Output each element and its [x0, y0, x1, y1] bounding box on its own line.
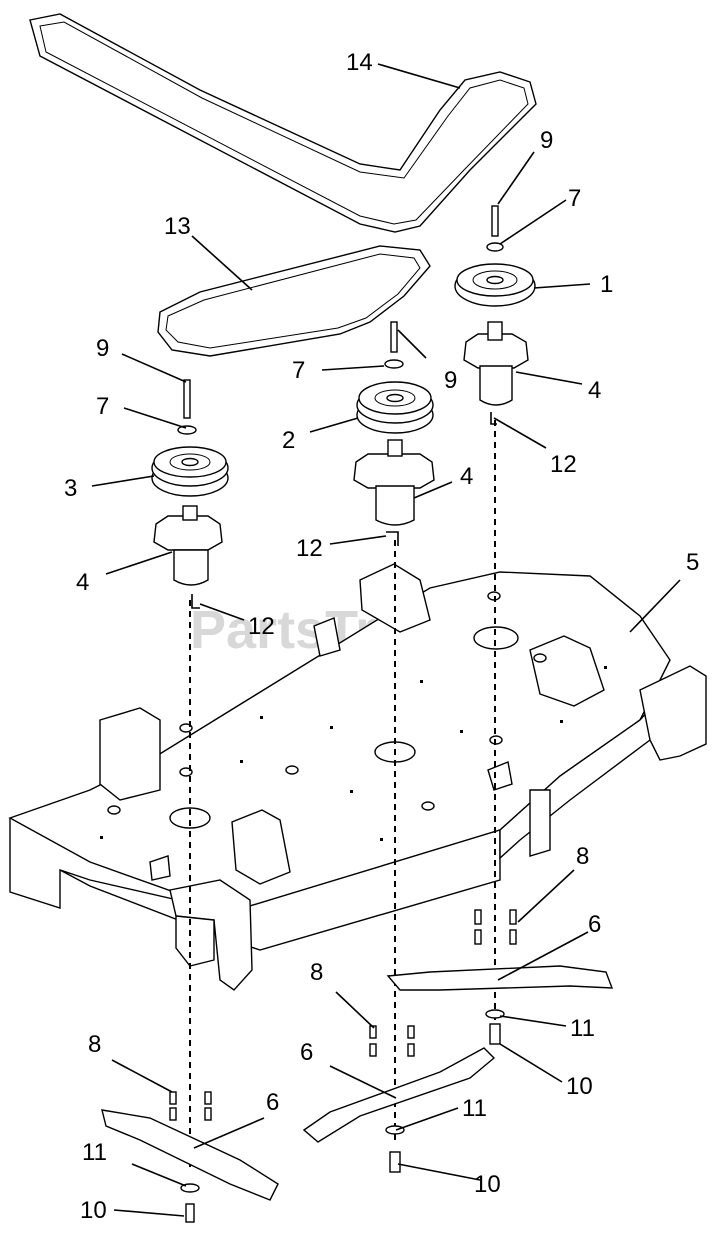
callout-6: 6: [300, 1039, 313, 1066]
belt-14: [29, 13, 537, 233]
blade-6-left: [101, 1091, 279, 1223]
callout-6: 6: [588, 911, 601, 938]
callout-7: 7: [292, 357, 305, 384]
callout-13: 13: [164, 213, 191, 240]
callout-4: 4: [460, 463, 473, 490]
blade-6-center: [302, 1025, 496, 1173]
callout-10: 10: [474, 1171, 501, 1198]
mower-deck-5: [8, 563, 707, 991]
callout-11: 11: [570, 1015, 595, 1042]
callout-8: 8: [576, 843, 589, 870]
callout-10: 10: [566, 1073, 593, 1100]
callout-11: 11: [462, 1095, 487, 1122]
callout-12: 12: [296, 535, 323, 562]
callout-7: 7: [96, 393, 109, 420]
callout-10: 10: [80, 1197, 107, 1224]
callout-8: 8: [88, 1031, 101, 1058]
blade-6-right: [386, 909, 614, 1045]
callout-5: 5: [686, 549, 699, 576]
callout-leaders: [91, 63, 681, 1217]
callout-12: 12: [550, 451, 577, 478]
callout-4: 4: [588, 377, 601, 404]
callout-14: 14: [346, 49, 373, 76]
callout-9: 9: [540, 127, 553, 154]
callout-7: 7: [568, 185, 581, 212]
callout-2: 2: [282, 427, 295, 454]
callout-3: 3: [64, 475, 77, 502]
belt-13: [157, 245, 431, 357]
callout-6: 6: [266, 1089, 279, 1116]
spindle-assembly-right: [454, 205, 536, 425]
callout-9: 9: [96, 335, 109, 362]
callout-12: 12: [248, 613, 275, 640]
callout-1: 1: [600, 271, 613, 298]
callout-4: 4: [76, 569, 89, 596]
callout-9: 9: [444, 367, 457, 394]
callout-11: 11: [82, 1139, 107, 1166]
spindle-assembly-center: [353, 321, 435, 546]
callout-8: 8: [310, 959, 323, 986]
spindle-assembly-left: [151, 379, 229, 609]
